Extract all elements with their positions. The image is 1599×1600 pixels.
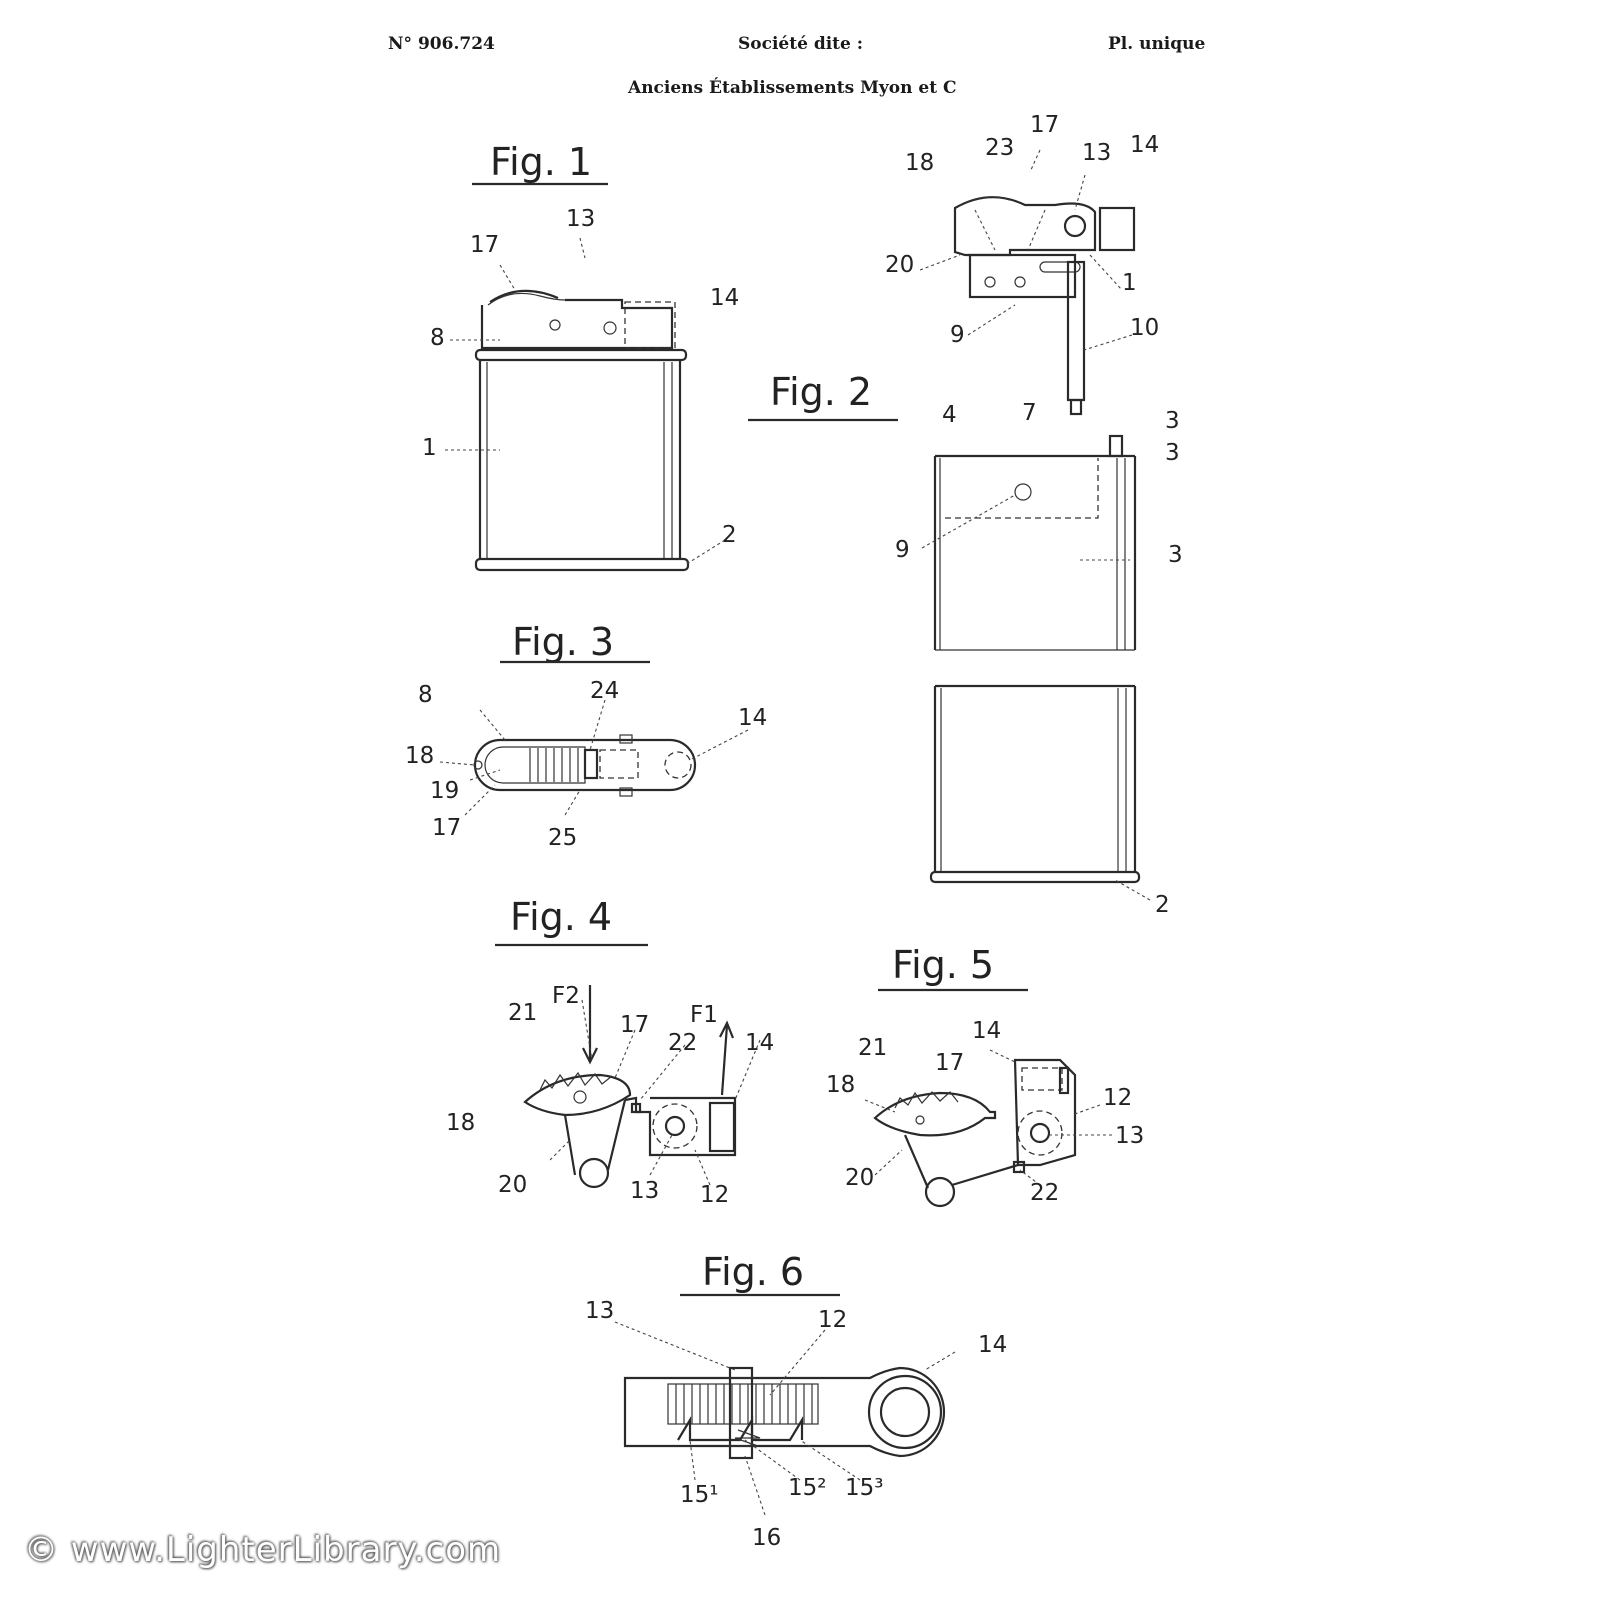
fig1-label-14: 14 [710, 285, 739, 311]
fig2-label-3a: 3 [1165, 408, 1180, 434]
fig4-label-18: 18 [446, 1110, 475, 1136]
fig2-label-14: 14 [1130, 132, 1159, 158]
fig6-label-16: 16 [752, 1525, 781, 1551]
fig2-label-13: 13 [1082, 140, 1111, 166]
fig2-label-1: 1 [1122, 270, 1137, 296]
fig5-label-22: 22 [1030, 1180, 1059, 1206]
fig3-label-14: 14 [738, 705, 767, 731]
fig5-label-18: 18 [826, 1072, 855, 1098]
fig4-label-22: 22 [668, 1030, 697, 1056]
fig5-label-12: 12 [1103, 1085, 1132, 1111]
fig3-label-17: 17 [432, 815, 461, 841]
fig1-label-13: 13 [566, 206, 595, 232]
fig3-label-25: 25 [548, 825, 577, 851]
fig3-label-19: 19 [430, 778, 459, 804]
fig2-label-7: 7 [1022, 400, 1037, 426]
fig2-label-3b: 3 [1165, 440, 1180, 466]
fig6-label-12: 12 [818, 1307, 847, 1333]
fig6-label-13: 13 [585, 1298, 614, 1324]
planche-label: Pl. unique [1108, 34, 1206, 54]
fig6-label-15-1: 15¹ [680, 1482, 719, 1508]
fig5-label-17: 17 [935, 1050, 964, 1076]
fig2-label-23: 23 [985, 135, 1014, 161]
fig2-label-17: 17 [1030, 112, 1059, 138]
fig6-title: Fig. 6 [702, 1250, 804, 1294]
fig1-label-2: 2 [722, 522, 737, 548]
fig2-label-9a: 9 [950, 322, 965, 348]
fig2-label-18: 18 [905, 150, 934, 176]
societe-label: Société dite : [738, 34, 864, 54]
company-name: Anciens Établissements Myon et C [628, 78, 957, 98]
fig5-title: Fig. 5 [892, 943, 994, 987]
fig4-label-F2: F2 [552, 983, 580, 1009]
fig1-label-8: 8 [430, 325, 445, 351]
fig4-label-20: 20 [498, 1172, 527, 1198]
fig4-label-13: 13 [630, 1178, 659, 1204]
fig5-label-20: 20 [845, 1165, 874, 1191]
fig5-label-13: 13 [1115, 1123, 1144, 1149]
figure-6: Fig. 6 13 12 [585, 1250, 1007, 1551]
fig3-label-24: 24 [590, 678, 619, 704]
fig3-label-18: 18 [405, 743, 434, 769]
figure-2: Fig. 2 18 23 17 13 14 20 1 9 10 4 7 3 3 [748, 112, 1183, 918]
figure-5: Fig. 5 14 21 17 18 12 13 20 22 [826, 943, 1144, 1208]
fig5-label-14: 14 [972, 1018, 1001, 1044]
fig2-label-3c: 3 [1168, 542, 1183, 568]
fig3-label-8: 8 [418, 682, 433, 708]
fig2-label-20: 20 [885, 252, 914, 278]
fig5-label-21: 21 [858, 1035, 887, 1061]
fig3-title: Fig. 3 [512, 620, 614, 664]
watermark-text: © www.LighterLibrary.com [24, 1530, 502, 1570]
fig2-label-2: 2 [1155, 892, 1170, 918]
fig2-title: Fig. 2 [770, 370, 872, 414]
fig4-label-14: 14 [745, 1030, 774, 1056]
fig6-label-14: 14 [978, 1332, 1007, 1358]
fig4-title: Fig. 4 [510, 895, 612, 939]
figure-1: Fig. 1 17 13 14 8 1 2 [422, 140, 739, 572]
fig6-label-15-2: 15² [788, 1475, 827, 1501]
fig6-label-15-3: 15³ [845, 1475, 884, 1501]
fig4-label-17: 17 [620, 1012, 649, 1038]
fig4-label-F1: F1 [690, 1002, 718, 1028]
fig1-label-17: 17 [470, 232, 499, 258]
fig4-label-12: 12 [700, 1182, 729, 1208]
figure-4: Fig. 4 21 F2 17 F1 22 14 18 20 13 [446, 895, 774, 1208]
fig1-title: Fig. 1 [490, 140, 592, 184]
figure-3: Fig. 3 8 24 14 18 19 17 25 [405, 620, 767, 851]
fig2-label-4: 4 [942, 402, 957, 428]
patent-number: N° 906.724 [388, 34, 495, 54]
fig4-label-21: 21 [508, 1000, 537, 1026]
fig2-label-9b: 9 [895, 537, 910, 563]
fig1-label-1: 1 [422, 435, 437, 461]
fig2-label-10: 10 [1130, 315, 1159, 341]
